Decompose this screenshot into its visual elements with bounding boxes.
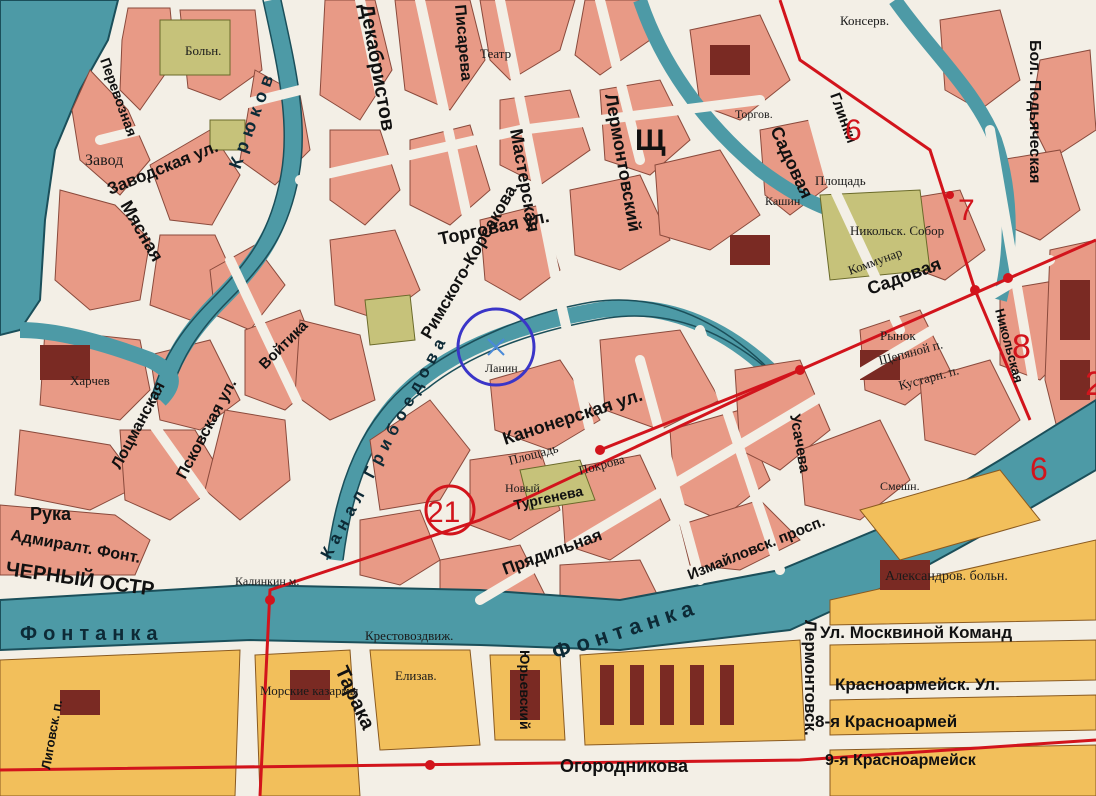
label-torgovaya2: Торгов. [735,107,773,121]
streets-overlay [95,0,1055,605]
place-aleksandrov: Александров. больн. [885,569,1008,584]
place-rynok: Рынок [880,328,916,343]
neva-water [0,0,120,337]
route-number-6b: 6 [1030,451,1048,487]
marker-cross-icon [487,338,505,356]
marker-label: Ланин [485,361,518,375]
kryukov-canal [151,0,303,403]
blocks-south [359,9,1096,616]
place-morskie: Морские казармы [260,683,359,698]
buildings-dark [40,45,1090,725]
route-number-6: 6 [845,114,862,147]
place-novo: Новый [505,481,540,495]
label-konserv: Консерв. [840,13,889,28]
place-kharchev: Харчев [70,373,110,388]
label-teatr: Театр [480,46,511,61]
west-canal [19,322,179,406]
street-podyacheskaya: Бол. Подьяческая [1026,40,1043,183]
griboedov-canal [327,300,786,561]
place-shchukin: Щ [635,124,666,157]
street-yurevsky: Юрьевский [517,650,533,730]
street-krasnoarm: Красноармейск. Ул. [835,675,1000,694]
place-elizav: Елизав. [395,668,437,683]
street-pisareva: Писарева [451,4,475,82]
place-krestovozdvizh: Крестовоздвиж. [365,628,453,643]
place-zavod: Завод [85,152,123,169]
route-number-21: 21 [427,496,460,529]
route-number-7: 7 [958,194,975,227]
street-krasnoarm8: 8-я Красноармей [815,712,957,731]
place-smeshn: Смешн. [880,479,920,493]
place-kalinkin: Калинкин м. [235,574,299,588]
label-ploshchad: Площадь [815,173,866,188]
place-nikolsky: Никольск. Собор [850,223,944,238]
street-lermontov-pr: Лермонтовск. [801,620,820,736]
label-kashin: Кашин [765,194,801,208]
location-marker[interactable]: Ланин [456,307,536,387]
kryukov-edge-a [150,0,286,401]
street-krasnoarm9: 9-я Красноармейск [825,752,977,769]
route-number-8: 8 [1012,328,1031,366]
blocks-yellow [0,469,1096,796]
kryukov-edge-b [168,0,304,401]
tram-stops [265,191,1013,770]
street-moskvina: Ул. Москвиной Команд [820,623,1012,642]
route-number-2: 2 [1085,365,1096,403]
place-bolnitsa: Больн. [185,43,221,58]
label-fontanka-west: Фонтанка [20,623,164,645]
griboedov-edge-a [326,299,773,561]
street-ogorodnikova: Огородникова [560,756,689,776]
place-ruka: Рука [30,504,72,524]
route-badge-21: 21 [424,484,476,536]
